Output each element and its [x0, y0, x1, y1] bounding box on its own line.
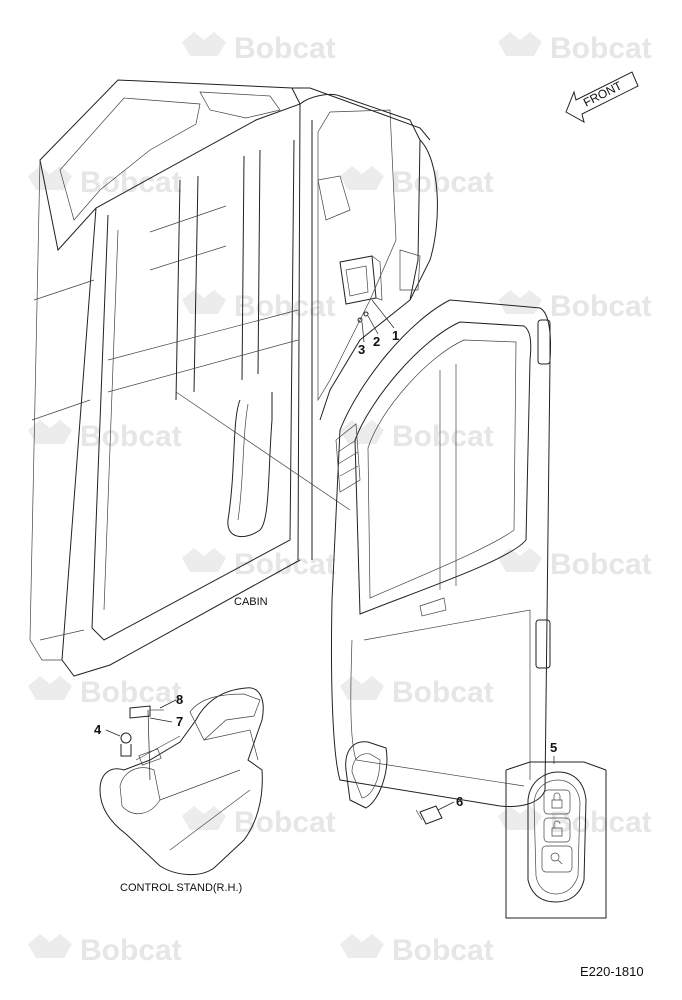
cabin-door: [330, 299, 551, 825]
bobcat-head-icon: [340, 420, 384, 444]
bobcat-head-icon: [28, 420, 72, 444]
watermark-layer: Bobcat Bobcat Bobcat Bobcat Bobcat Bobca…: [28, 32, 652, 967]
controller-module: [339, 255, 383, 305]
callout-6: 6: [456, 794, 463, 809]
watermark: Bobcat: [28, 420, 182, 453]
watermark: Bobcat: [340, 420, 494, 453]
callout-3: 3: [358, 342, 365, 357]
watermark: Bobcat: [340, 676, 494, 709]
bobcat-head-icon: [28, 166, 72, 190]
key-icon: [415, 805, 443, 825]
bobcat-head-icon: [28, 934, 72, 958]
lock-button: [543, 789, 571, 815]
bobcat-head-icon: [498, 290, 542, 314]
callout-4: 4: [94, 722, 102, 737]
search-button: [541, 845, 573, 873]
svg-text:Bobcat: Bobcat: [234, 806, 336, 839]
bobcat-head-icon: [340, 676, 384, 700]
svg-text:Bobcat: Bobcat: [550, 32, 652, 65]
svg-text:Bobcat: Bobcat: [80, 166, 182, 199]
unlock-button: [543, 817, 571, 843]
bobcat-head-icon: [182, 32, 226, 56]
watermark: Bobcat: [28, 934, 182, 967]
screw: [363, 311, 369, 317]
svg-text:Bobcat: Bobcat: [80, 420, 182, 453]
svg-text:Bobcat: Bobcat: [392, 676, 494, 709]
front-direction-indicator: FRONT: [565, 71, 639, 123]
bobcat-head-icon: [498, 806, 542, 830]
cabin-assembly: [29, 79, 438, 677]
watermark: Bobcat: [182, 290, 336, 323]
watermark: Bobcat: [340, 934, 494, 967]
svg-text:Bobcat: Bobcat: [550, 290, 652, 323]
key-switch: [120, 732, 132, 757]
front-arrow-icon: [565, 71, 639, 123]
search-icon: [550, 852, 560, 862]
control-stand-label: CONTROL STAND(R.H.): [120, 882, 242, 894]
bobcat-head-icon: [182, 548, 226, 572]
cabin-label: CABIN: [234, 596, 268, 608]
svg-text:FRONT: FRONT: [581, 78, 625, 110]
bobcat-head-icon: [498, 32, 542, 56]
connector: [129, 705, 151, 719]
bobcat-head-icon: [340, 166, 384, 190]
svg-text:Bobcat: Bobcat: [234, 290, 336, 323]
watermark: Bobcat: [498, 290, 652, 323]
callout-7: 7: [176, 714, 183, 729]
watermark: Bobcat: [182, 806, 336, 839]
callouts: 1 2 3 4 5 6 7 8: [94, 328, 557, 809]
watermark: Bobcat: [182, 548, 336, 581]
drawing-code: E220-1810: [580, 964, 644, 979]
svg-text:Bobcat: Bobcat: [550, 806, 652, 839]
washer: [357, 317, 363, 323]
callout-1: 1: [392, 328, 399, 343]
bobcat-head-icon: [498, 548, 542, 572]
svg-text:Bobcat: Bobcat: [392, 934, 494, 967]
watermark: Bobcat: [498, 32, 652, 65]
svg-text:Bobcat: Bobcat: [550, 548, 652, 581]
svg-text:Bobcat: Bobcat: [80, 934, 182, 967]
leader-lines: [105, 299, 555, 811]
callout-8: 8: [176, 692, 183, 707]
bobcat-head-icon: [182, 806, 226, 830]
svg-text:Bobcat: Bobcat: [234, 32, 336, 65]
bobcat-head-icon: [340, 934, 384, 958]
control-stand-assembly: [99, 687, 264, 875]
watermark: Bobcat: [28, 676, 182, 709]
svg-text:Bobcat: Bobcat: [234, 548, 336, 581]
bobcat-head-icon: [182, 290, 226, 314]
callout-5: 5: [550, 740, 557, 755]
bobcat-head-icon: [28, 676, 72, 700]
watermark: Bobcat: [498, 548, 652, 581]
svg-text:Bobcat: Bobcat: [392, 420, 494, 453]
callout-2: 2: [373, 334, 380, 349]
watermark: Bobcat: [182, 32, 336, 65]
lock-icon: [551, 792, 563, 809]
watermark: Bobcat: [498, 806, 652, 839]
svg-text:Bobcat: Bobcat: [392, 166, 494, 199]
smart-key-inset: [505, 761, 607, 919]
watermark: Bobcat: [28, 166, 182, 199]
watermark: Bobcat: [340, 166, 494, 199]
unlock-icon: [551, 820, 563, 837]
svg-text:Bobcat: Bobcat: [80, 676, 182, 709]
